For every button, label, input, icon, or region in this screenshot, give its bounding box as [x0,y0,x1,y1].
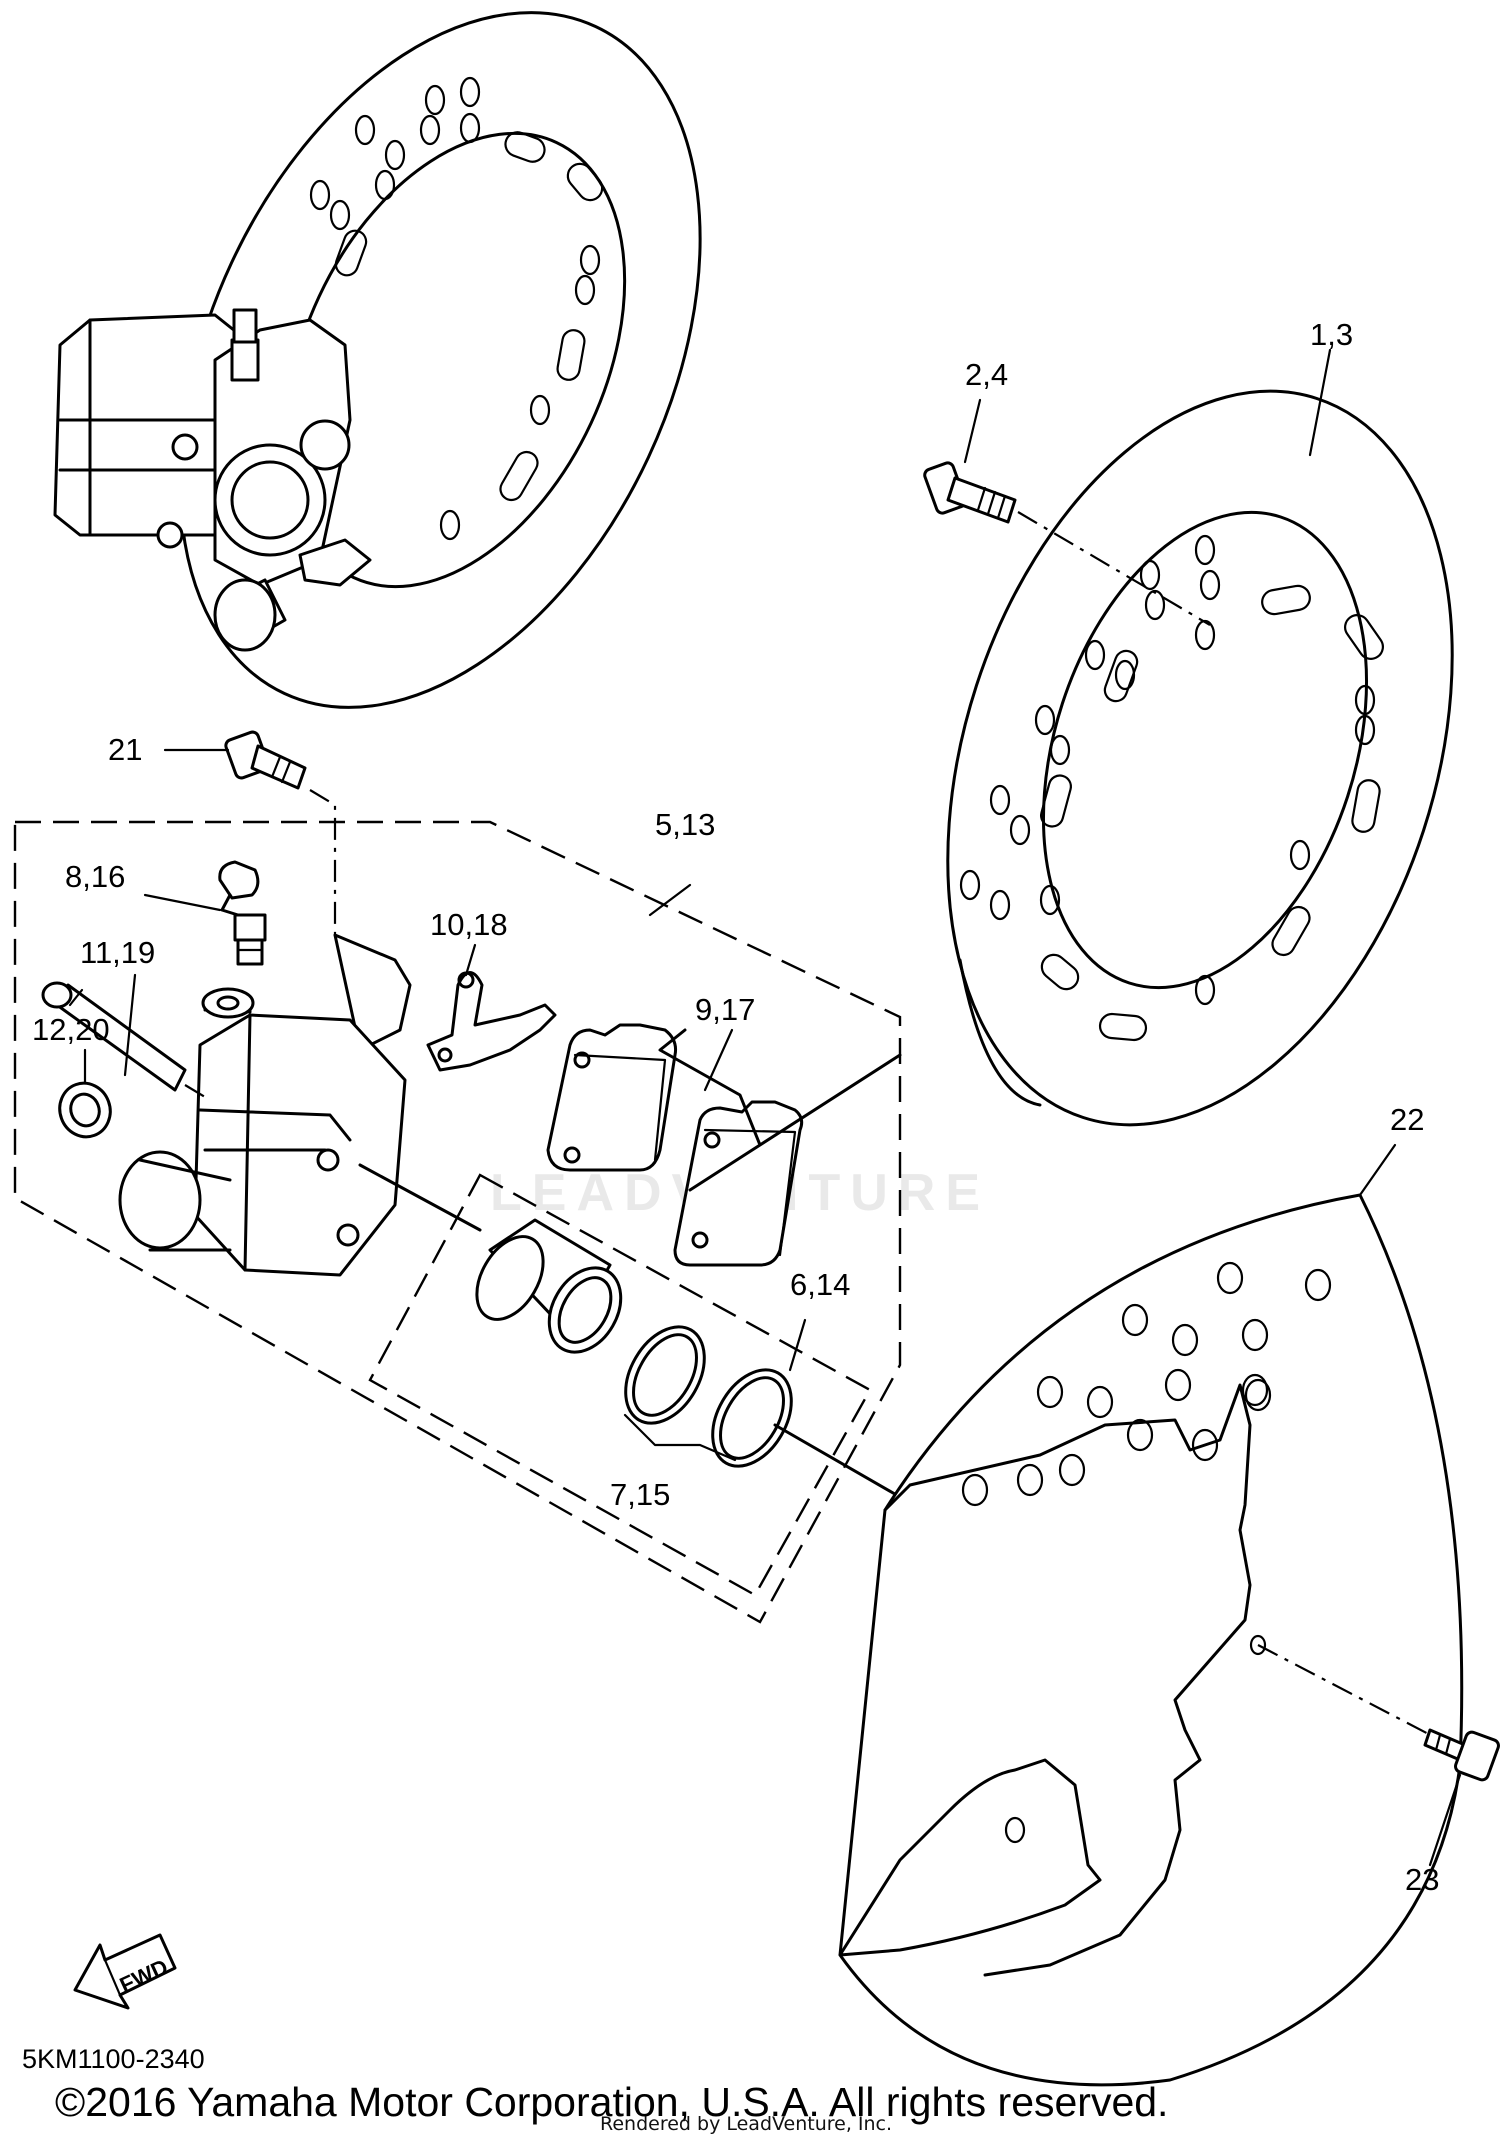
rendered-by-text: Rendered by LeadVenture, Inc. [600,2113,892,2134]
callout-6-14: 6,14 [790,1267,850,1302]
diagram-code: 5KM1100-2340 [22,2044,205,2074]
callout-7-15: 7,15 [610,1477,670,1512]
leader-lines [83,348,1462,1867]
cover-bolt-part [1257,1644,1500,1782]
callout-22: 22 [1390,1102,1424,1137]
caliper-body-part [118,933,482,1277]
brake-disc-inner [1041,510,1369,990]
assembled-caliper-body [53,313,242,537]
piston-kit-box [368,1173,872,1597]
disc-bolt-part [923,461,1211,626]
piston-part [475,1218,623,1354]
bracket-bolt-part [224,730,337,935]
brake-disc-outer [946,389,1454,1127]
callout-5-13: 5,13 [655,807,715,842]
assembled-disc-holes [309,76,604,541]
brake-disc-holes [959,534,1384,1042]
piston-seal-part [624,1325,706,1425]
callout-2-4: 2,4 [965,357,1008,392]
callout-12-20: 12,20 [32,1012,110,1047]
caliper-assembly-box [13,820,902,1624]
dust-seal-part [711,1368,902,1499]
copyright-text: ©2016 Yamaha Motor Corporation, U.S.A. A… [55,2079,1168,2125]
disc-cover-holes [961,1261,1332,1844]
brake-pads-part [546,1023,902,1267]
slide-pin-part [41,981,211,1101]
assembled-brake-view [53,11,702,709]
pad-spring-part [426,971,557,1072]
callout-9-17: 9,17 [695,992,755,1027]
bleed-screw-part [218,860,267,966]
fwd-arrow-icon: FWD [73,1933,177,2010]
callout-11-19: 11,19 [80,935,155,970]
callout-23: 23 [1405,1862,1439,1897]
assembled-bleed-screw [230,338,260,382]
assembled-disc-inner [283,131,627,589]
callout-10-18: 10,18 [430,907,508,942]
brake-disc-part [946,389,1454,1127]
callout-21: 21 [108,732,142,767]
pin-boot-part [58,1081,112,1139]
disc-cover-part [838,1193,1464,2087]
callout-1-3: 1,3 [1310,317,1353,352]
callout-8-16: 8,16 [65,859,125,894]
